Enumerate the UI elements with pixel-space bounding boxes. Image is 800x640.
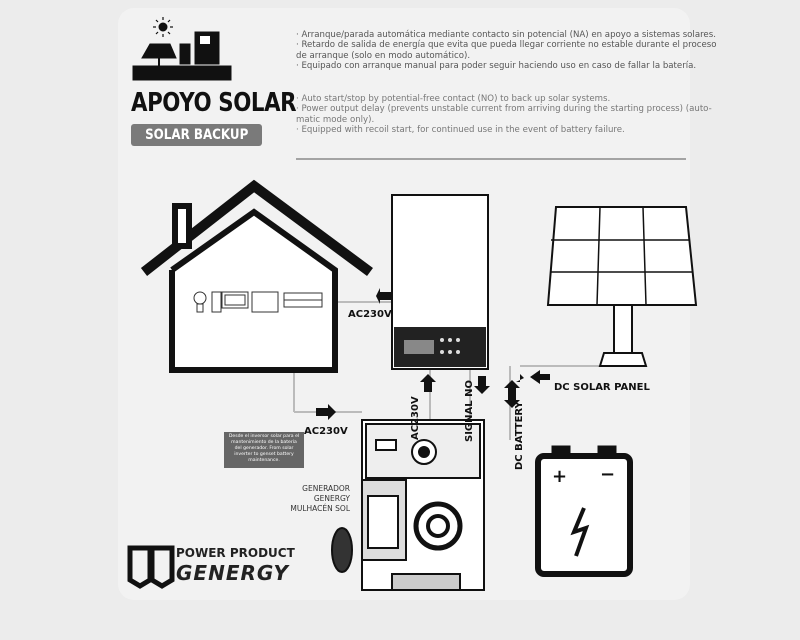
- battery: + −: [535, 445, 633, 577]
- solar-panel: [546, 206, 698, 367]
- label-signal: SIGNAL NO: [464, 380, 475, 442]
- generator-label-line: GENERGY: [313, 494, 350, 503]
- arrow-solar-left: [516, 374, 524, 382]
- arrow-signal-down: [474, 376, 490, 394]
- arrow-battery-bidirectional: [504, 380, 520, 408]
- flow-arrows: [316, 288, 550, 420]
- label-house-ac: AC230V: [348, 309, 392, 320]
- genergy-logo: [127, 545, 175, 589]
- page-title: APOYO SOLAR: [131, 88, 297, 118]
- arrow-ac-up: [420, 374, 436, 392]
- spanish-notes: · Arranque/parada automática mediante co…: [296, 30, 717, 72]
- generator-label-line: MULHACÉN SOL: [290, 504, 350, 513]
- english-note: · Auto start/stop by potential-free cont…: [296, 94, 611, 104]
- generator-label: GENERADOR GENERGY MULHACÉN SOL: [290, 484, 350, 514]
- house-appliances: [193, 291, 323, 313]
- spanish-note: · Retardo de salida de energía que evita…: [296, 40, 717, 51]
- english-note: · Equipped with recoil start, for contin…: [296, 125, 625, 136]
- spanish-note: · Equipado con arranque manual para pode…: [296, 61, 697, 72]
- label-dc-solar: DC SOLAR PANEL: [554, 382, 650, 393]
- brand-line2: GENERGY: [176, 561, 289, 585]
- english-note: matic mode only).: [296, 114, 375, 125]
- generator: [331, 419, 485, 591]
- subtitle-badge: SOLAR BACKUP: [131, 124, 262, 146]
- arrow-inverter-to-house: [376, 288, 392, 304]
- house: [140, 179, 373, 373]
- arrow-solar-in: [530, 370, 550, 384]
- generator-label-line: GENERADOR: [302, 484, 350, 493]
- maintenance-note: Desde el inversor solar para el mantenim…: [224, 432, 304, 468]
- label-generator-ac: AC230V: [304, 426, 348, 437]
- label-dc-battery: DC BATTERY: [514, 401, 525, 470]
- solar-generator-icon: [132, 17, 232, 81]
- solar-inverter: [391, 194, 489, 370]
- spanish-note: · Arranque/parada automática mediante co…: [296, 30, 716, 40]
- label-inverter-ac: AC230V: [410, 396, 421, 440]
- arrow-to-generator: [316, 404, 336, 420]
- brand-line1: POWER PRODUCT: [176, 546, 295, 560]
- english-notes: · Auto start/stop by potential-free cont…: [296, 94, 712, 136]
- svg-text:+: +: [552, 466, 567, 487]
- spanish-note: de arranque (solo en modo automático).: [296, 50, 471, 61]
- svg-text:−: −: [600, 464, 615, 485]
- english-note: · Power output delay (prevents unstable …: [296, 104, 712, 115]
- subtitle-text: SOLAR BACKUP: [144, 127, 249, 143]
